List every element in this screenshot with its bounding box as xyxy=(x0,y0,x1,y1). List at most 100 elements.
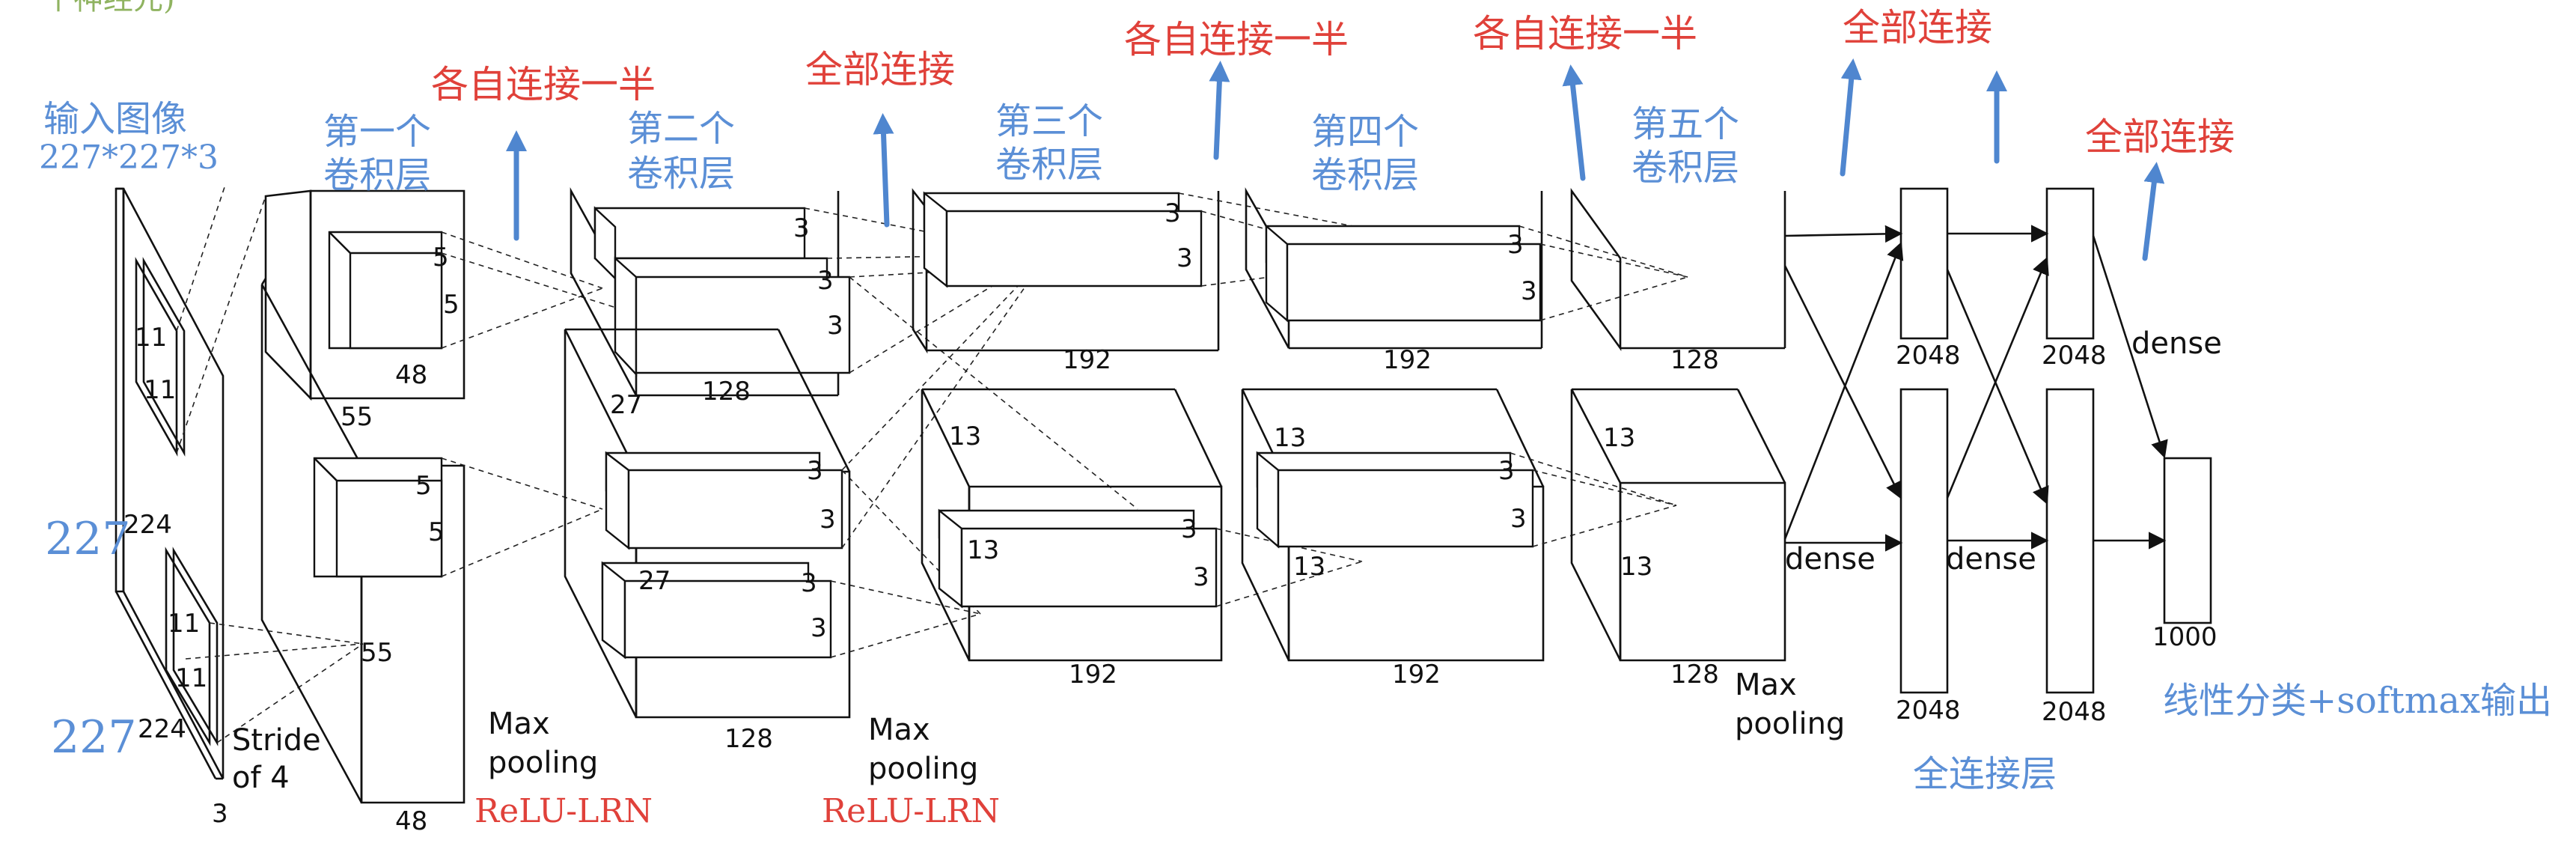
conv4-top-k2: 3 xyxy=(1521,276,1537,306)
conv3-side-b: 13 xyxy=(967,535,999,565)
conv4-title-line2: 卷积层 xyxy=(1311,154,1419,196)
conv3-bot-k2: 3 xyxy=(1193,562,1209,592)
conv3-title-line1: 第三个 xyxy=(995,100,1103,142)
input-kernel-top-w: 11 xyxy=(144,375,176,405)
connect-label-conv4: 各自连接一半 xyxy=(1473,12,1697,55)
output-title: 线性分类+softmax输出 xyxy=(2163,680,2552,722)
connect-label-fc-a: 全部连接 xyxy=(1843,6,1992,49)
output-size: 1000 xyxy=(2152,622,2218,652)
up-arrow-7 xyxy=(2142,162,2165,261)
fc6-bot-size: 2048 xyxy=(1896,696,1961,725)
input-kernel-top-h: 11 xyxy=(135,323,167,353)
conv2-pool-line1: Max xyxy=(868,713,930,747)
conv2-title-line1: 第二个 xyxy=(627,108,735,150)
conv2-block xyxy=(564,186,1138,719)
dense-label-b: dense xyxy=(1946,542,2036,576)
dense-label-c: dense xyxy=(2131,326,2222,361)
fc7-top-size: 2048 xyxy=(2042,341,2107,371)
connect-label-conv2: 全部连接 xyxy=(805,48,955,91)
input-dims: 227*227*3 xyxy=(39,139,219,177)
conv5-title-line1: 第五个 xyxy=(1632,103,1739,145)
conv2-bot-k2: 3 xyxy=(820,505,836,535)
conv1-top-depth: 48 xyxy=(395,360,427,390)
conv2-top-depth: 128 xyxy=(702,377,751,407)
conv1-pool-line2: pooling xyxy=(488,746,598,780)
conv5-pool-line2: pooling xyxy=(1735,707,1845,741)
conv1-top-kernel-b: 5 xyxy=(443,290,460,320)
input-side-b: 227 xyxy=(51,711,137,764)
connect-label-conv1: 各自连接一半 xyxy=(431,63,656,106)
input-plane-a: 224 xyxy=(123,510,172,540)
conv2-top-k2: 3 xyxy=(817,266,834,296)
conv5-block xyxy=(1570,187,1786,662)
fc-section-title: 全连接层 xyxy=(1913,753,2057,795)
conv3-block xyxy=(912,188,1385,662)
conv3-top-k1: 3 xyxy=(1165,198,1181,228)
conv3-side: 13 xyxy=(949,422,981,451)
conv1-bot-kernel-a: 5 xyxy=(415,471,432,501)
conv5-pool-line1: Max xyxy=(1735,668,1797,702)
conv1-bot-kernel-b: 5 xyxy=(428,517,445,547)
conv4-side: 13 xyxy=(1274,423,1306,453)
conv4-bot-k1: 3 xyxy=(1498,456,1515,486)
connect-label-fc-b: 全部连接 xyxy=(2085,115,2235,159)
conv4-title-line1: 第四个 xyxy=(1311,111,1419,153)
fc-layers xyxy=(1783,187,2212,694)
conv4-block xyxy=(1241,187,1688,662)
conv4-top-k1: 3 xyxy=(1507,230,1524,260)
conv1-relu: ReLU-LRN xyxy=(474,792,653,830)
header-fragment: 个神经元) xyxy=(43,0,175,16)
input-side-a: 227 xyxy=(45,513,131,565)
conv4-bot-k2: 3 xyxy=(1510,504,1527,534)
conv3-top-k2: 3 xyxy=(1176,243,1193,273)
conv1-title-line1: 第一个 xyxy=(323,111,431,153)
conv3-top-depth: 192 xyxy=(1063,345,1111,375)
conv1-bot-depth: 48 xyxy=(395,806,427,836)
input-depth: 3 xyxy=(212,799,228,829)
conv2-title-line2: 卷积层 xyxy=(627,153,735,195)
conv5-top-depth: 128 xyxy=(1670,345,1719,375)
conv4-side-b: 13 xyxy=(1293,552,1325,582)
dense-label-a: dense xyxy=(1785,542,1875,576)
conv4-bot-depth: 192 xyxy=(1392,660,1441,690)
conv2-bot-k3: 3 xyxy=(801,568,817,598)
conv1-top-kernel-a: 5 xyxy=(433,243,449,273)
conv2-pool-line2: pooling xyxy=(868,752,978,786)
up-arrow-3 xyxy=(1209,61,1230,160)
conv5-title-line2: 卷积层 xyxy=(1632,147,1739,189)
input-stride-line1: Stride xyxy=(232,723,321,758)
conv2-side-b: 27 xyxy=(638,566,671,596)
conv2-top-k1: 3 xyxy=(793,213,810,243)
input-plane-b: 224 xyxy=(138,714,186,744)
blue-up-arrows xyxy=(506,58,2165,261)
input-title: 输入图像 xyxy=(43,98,187,140)
up-arrow-2 xyxy=(873,113,894,228)
conv3-title-line2: 卷积层 xyxy=(995,144,1103,186)
conv1-title-line2: 卷积层 xyxy=(323,154,431,196)
up-arrow-5 xyxy=(1840,58,1862,177)
conv3-bot-depth: 192 xyxy=(1069,660,1117,690)
conv1-block xyxy=(260,189,614,804)
conv4-top-depth: 192 xyxy=(1383,345,1432,375)
fc7-bot-size: 2048 xyxy=(2042,697,2107,727)
conv5-side: 13 xyxy=(1603,423,1635,453)
conv1-pool-line1: Max xyxy=(488,707,550,741)
conv2-side: 27 xyxy=(610,390,642,420)
input-kernel-bot-w: 11 xyxy=(175,663,207,693)
conv2-top-k3: 3 xyxy=(827,311,843,341)
conv2-relu: ReLU-LRN xyxy=(822,792,1000,830)
conv1-side-b: 55 xyxy=(361,638,393,668)
conv5-side-b: 13 xyxy=(1620,552,1652,582)
connect-label-conv3: 各自连接一半 xyxy=(1124,18,1349,61)
fc6-top-size: 2048 xyxy=(1896,341,1961,371)
input-kernel-bot-h: 11 xyxy=(168,609,200,639)
input-stride-line2: of 4 xyxy=(232,761,290,795)
conv5-bot-depth: 128 xyxy=(1670,660,1719,690)
conv2-bot-depth: 128 xyxy=(724,724,773,754)
conv1-side: 55 xyxy=(341,402,373,432)
conv2-bot-k1: 3 xyxy=(807,456,823,486)
conv2-bot-k4: 3 xyxy=(811,613,827,643)
input-image xyxy=(115,186,364,780)
up-arrow-4 xyxy=(1562,64,1586,181)
